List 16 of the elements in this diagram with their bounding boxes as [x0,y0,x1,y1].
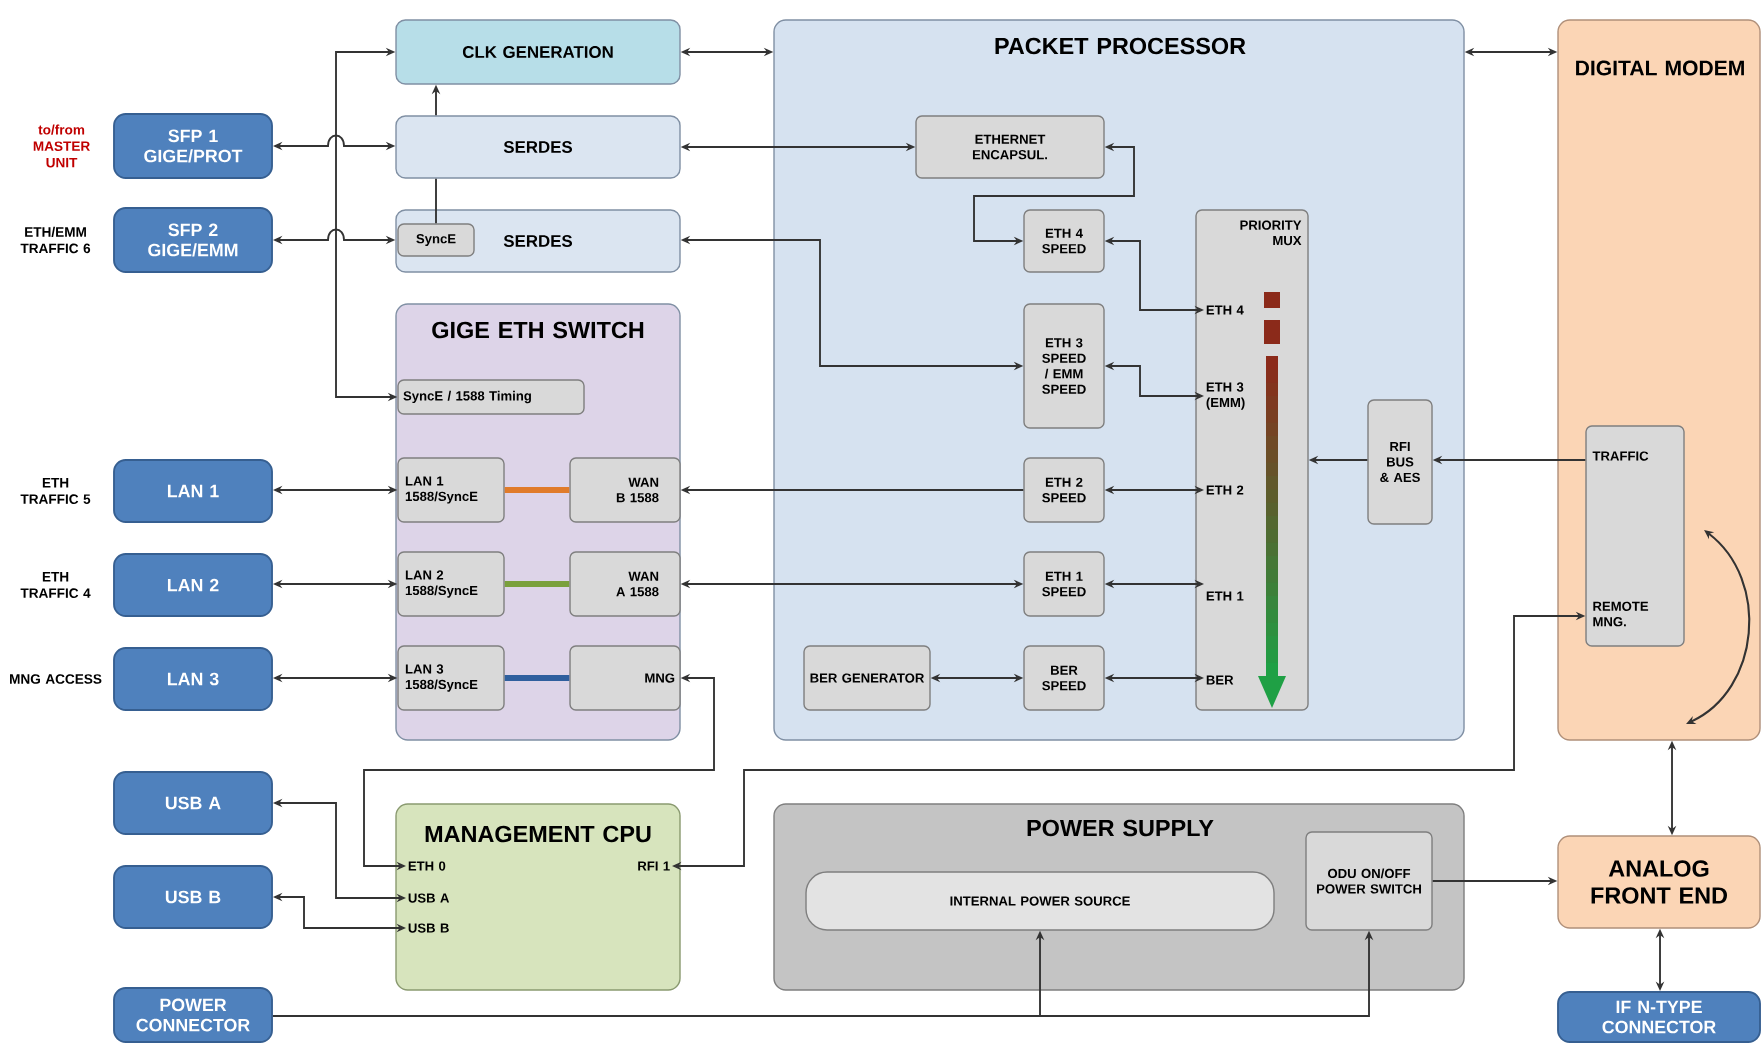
connector-line [504,674,570,682]
connector-box: USB A [113,771,273,835]
connector-box: USB B [113,865,273,929]
connector-box: IF N-TYPE CONNECTOR [1557,991,1761,1043]
connector-box: LAN 1 [113,459,273,523]
frontend-box: ANALOG FRONT END [1557,835,1761,929]
connector-line [504,486,570,494]
connector-line [504,580,570,588]
serdes-block: SERDES [395,115,681,179]
clock-block: CLK GENERATION [395,19,681,85]
connector-box: SFP 2 GIGE/EMM [113,207,273,273]
connector-box: POWER CONNECTOR [113,987,273,1043]
connector-box: LAN 2 [113,553,273,617]
connector-box: SFP 1 GIGE/PROT [113,113,273,179]
connector-line [435,177,437,225]
connector-box: LAN 3 [113,647,273,711]
